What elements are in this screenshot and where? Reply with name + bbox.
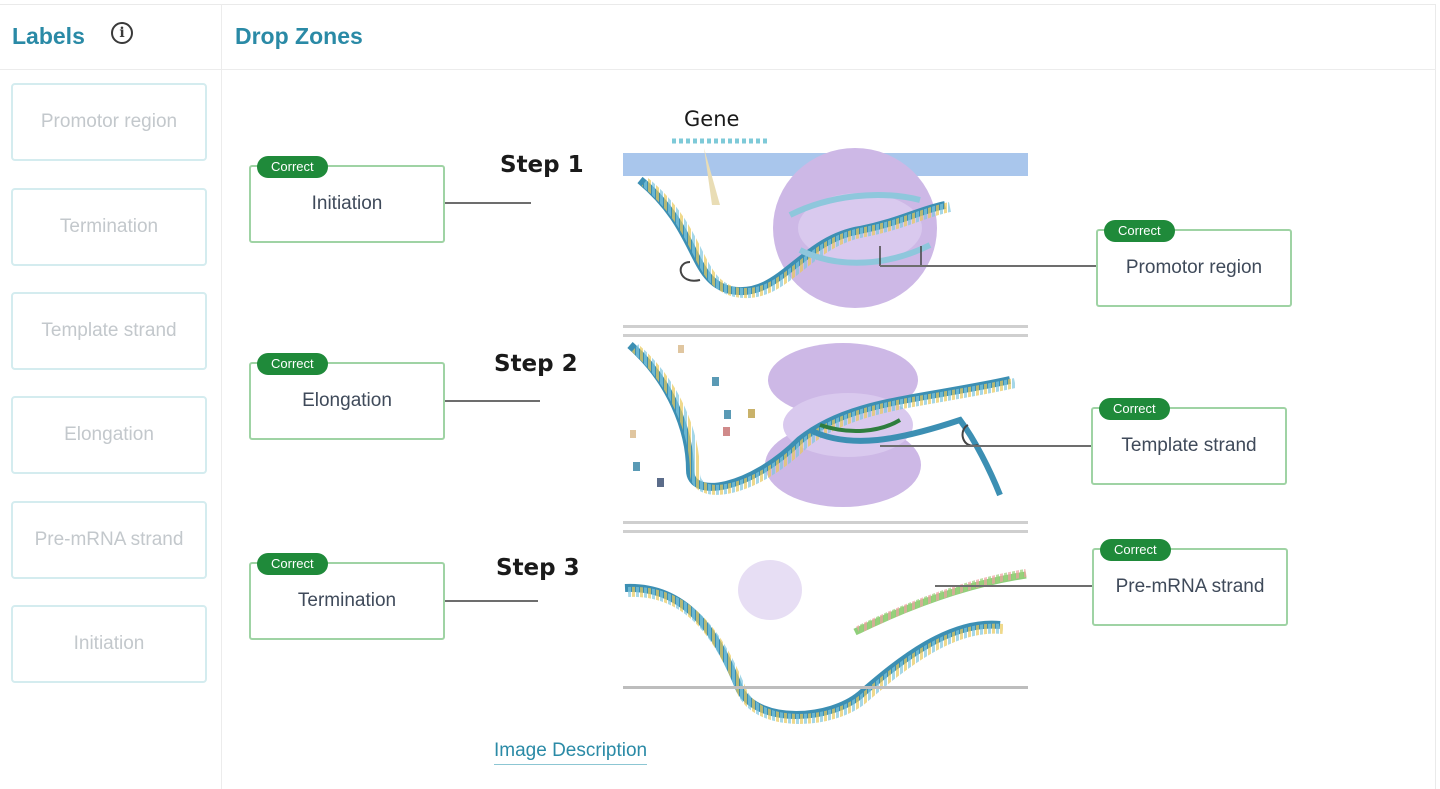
drop-zone-label: Promotor region	[1125, 257, 1263, 278]
drop-zone-label: Pre-mRNA strand	[1115, 576, 1265, 597]
step-1-artwork	[623, 138, 1028, 308]
connector-promotor	[880, 265, 1096, 267]
correct-badge: Correct	[257, 353, 328, 375]
drop-zone-label: Template strand	[1121, 435, 1257, 456]
drop-zone-label: Elongation	[302, 390, 392, 411]
image-description-link[interactable]: Image Description	[494, 740, 648, 765]
correct-badge: Correct	[1100, 539, 1171, 561]
step-3-label: Step 3	[496, 555, 580, 581]
drop-zone-label: Termination	[297, 590, 397, 611]
label-tile-template-strand[interactable]: Template strand	[11, 292, 207, 370]
labels-panel	[0, 4, 222, 789]
label-tile-initiation[interactable]: Initiation	[11, 605, 207, 683]
correct-badge: Correct	[257, 156, 328, 178]
label-tile-pre-mrna-strand[interactable]: Pre-mRNA strand	[11, 501, 207, 579]
gene-label: Gene	[684, 107, 740, 131]
label-tile-elongation[interactable]: Elongation	[11, 396, 207, 474]
correct-badge: Correct	[257, 553, 328, 575]
step-1-label: Step 1	[500, 152, 584, 178]
connector-initiation	[445, 202, 531, 204]
info-icon[interactable]: i	[111, 22, 133, 44]
label-tile-termination[interactable]: Termination	[11, 188, 207, 266]
connector-elongation	[445, 400, 540, 402]
connector-premrna	[935, 585, 1092, 587]
labels-title: Labels	[12, 23, 85, 49]
correct-badge: Correct	[1099, 398, 1170, 420]
drop-zone-termination[interactable]: Correct Termination	[249, 553, 445, 640]
drop-zone-label: Initiation	[311, 193, 383, 214]
drop-zone-pre-mrna-strand[interactable]: Correct Pre-mRNA strand	[1092, 539, 1288, 626]
connector-termination	[445, 600, 538, 602]
activity-frame	[0, 4, 1436, 789]
step-3-artwork	[623, 560, 1028, 724]
drop-zones-title: Drop Zones	[235, 23, 363, 49]
correct-badge: Correct	[1104, 220, 1175, 242]
drop-zone-promotor-region[interactable]: Correct Promotor region	[1096, 220, 1292, 307]
label-tile-promotor-region[interactable]: Promotor region	[11, 83, 207, 161]
drop-zone-initiation[interactable]: Correct Initiation	[249, 156, 445, 243]
step-2-artwork	[627, 341, 1017, 507]
step-2-label: Step 2	[494, 351, 578, 377]
drop-zone-elongation[interactable]: Correct Elongation	[249, 353, 445, 440]
drop-zones-header: Drop Zones	[222, 4, 1436, 70]
connector-template	[880, 445, 1091, 447]
drop-zone-template-strand[interactable]: Correct Template strand	[1091, 398, 1287, 485]
labels-header: Labels	[0, 4, 222, 70]
